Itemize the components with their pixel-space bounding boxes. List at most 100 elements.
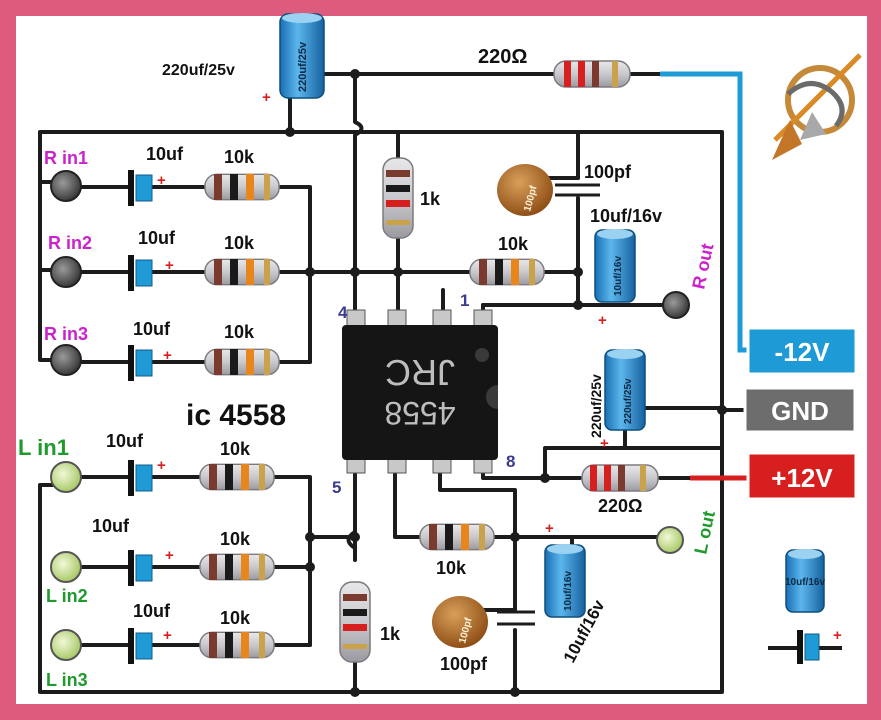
ic-maker: JRC [385,352,455,393]
resistor-10k-l3 [199,631,275,659]
svg-text:+: + [157,457,166,474]
resistor-1k-top [382,157,414,239]
neg12v-label: -12V [775,337,831,367]
label-10k-l3: 10k [220,608,251,628]
label-1k-top: 1k [420,189,441,209]
svg-text:10uf/16v: 10uf/16v [613,256,624,296]
polarity-legend: 10uf/16v [768,549,842,664]
svg-text:+: + [163,347,172,364]
label-220uf-gnd: 220uf/25v [588,374,604,438]
legend-cap-label: 10uf/16v [785,577,825,588]
neg12v-box [746,326,858,376]
svg-text:220uf/25v: 220uf/25v [297,41,309,92]
label-100pf-bottom: 100pf [440,654,488,674]
ic-pin1-dot [475,348,489,362]
label-10k-l1: 10k [220,439,251,459]
input-capacitors [128,170,153,664]
ic-4558-chip: 4558 JRC [342,309,498,474]
cap-10uf-l3 [128,628,153,664]
label-10uf-r2: 10uf [138,228,176,248]
svg-text:+: + [545,520,554,537]
label-l-in1: L in1 [18,435,69,460]
label-220uf-top: 220uf/25v [162,62,235,79]
input-jacks-r[interactable] [50,170,690,376]
pin-label-4: 4 [338,303,348,322]
jack-l-in1[interactable] [50,461,82,493]
ic-body [342,325,498,460]
label-10k-r3: 10k [224,322,255,342]
jack-r-out[interactable] [662,291,690,319]
cap-10uf-r3 [128,345,153,381]
label-10uf16v-r: 10uf/16v [590,206,662,226]
junction-dots [285,69,727,697]
label-l-in2: L in2 [46,586,88,606]
gnd-box [743,386,857,434]
label-220-bottom: 220Ω [598,496,642,516]
jack-l-out[interactable] [656,526,684,554]
jack-r-in1[interactable] [50,170,82,202]
svg-text:10uf/16v: 10uf/16v [563,571,574,611]
jack-l-in2[interactable] [50,551,82,583]
jack-r-in2[interactable] [50,256,82,288]
resistor-10k-r1 [204,173,280,201]
svg-text:+: + [165,547,174,564]
cap-100pf-bottom: 100pf [432,596,535,648]
resistor-10k-r2 [204,258,280,286]
resistor-220-bottom [581,464,659,492]
cap-10uf-r1 [128,170,153,206]
cap-10uf16v-l-out: 10uf/16v [544,544,586,618]
resistor-10k-l1 [199,463,275,491]
polarity-marks: + + + + + + + + + + + [157,89,842,644]
label-10uf-l3: 10uf [133,601,171,621]
cap-10uf-l2 [128,550,153,586]
label-10k-r1: 10k [224,147,255,167]
logo-emblem [772,53,862,160]
svg-text:+: + [262,89,271,106]
resistor-220-top [553,60,631,88]
label-10uf-r3: 10uf [133,319,171,339]
resistor-10k-l2 [199,553,275,581]
label-10uf-l2: 10uf [92,516,130,536]
cap-10uf-r2 [128,255,153,291]
pos12v-box [746,451,858,501]
resistor-10k-feedback-l [419,523,495,551]
ic-title: ic 4558 [186,399,286,432]
label-10k-r2: 10k [224,233,255,253]
label-10uf-l1: 10uf [106,431,144,451]
svg-text:+: + [165,257,174,274]
cap-220uf-gnd: 220uf/25v [604,349,646,431]
label-1k-bottom: 1k [380,624,401,644]
svg-text:+: + [600,435,609,452]
cap-10uf-l1 [128,460,153,496]
terminal-neg12v[interactable]: -12V [746,326,858,376]
label-10k-fb-l: 10k [436,558,467,578]
jack-l-in3[interactable] [50,629,82,661]
label-r-in2: R in2 [48,233,92,253]
label-r-in1: R in1 [44,148,88,168]
svg-text:+: + [598,312,607,329]
input-jacks-l[interactable] [50,461,684,661]
label-10uf-r1: 10uf [146,144,184,164]
label-l-in3: L in3 [46,670,88,690]
cap-10uf16v-r-out: 10uf/16v [594,229,636,303]
svg-text:+: + [163,627,172,644]
svg-text:+: + [157,172,166,189]
pos12v-label: +12V [771,463,833,493]
terminal-pos12v[interactable]: +12V [746,451,858,501]
label-10k-l2: 10k [220,529,251,549]
gnd-label: GND [771,396,829,426]
label-100pf-top: 100pf [584,162,632,182]
cap-100pf-top: 100pf [497,164,600,216]
resistor-10k-feedback-r [469,258,545,286]
ic-notch [486,385,498,409]
pin-label-8: 8 [506,452,515,471]
label-220-top: 220Ω [478,46,527,68]
pin-label-1: 1 [460,291,469,310]
svg-text:220uf/25v: 220uf/25v [623,378,634,424]
cap-220uf-top: 220uf/25v [279,13,325,99]
terminal-gnd[interactable]: GND [743,386,857,434]
jack-r-in3[interactable] [50,344,82,376]
resistor-1k-bottom [339,581,371,663]
pin-label-5: 5 [332,478,341,497]
